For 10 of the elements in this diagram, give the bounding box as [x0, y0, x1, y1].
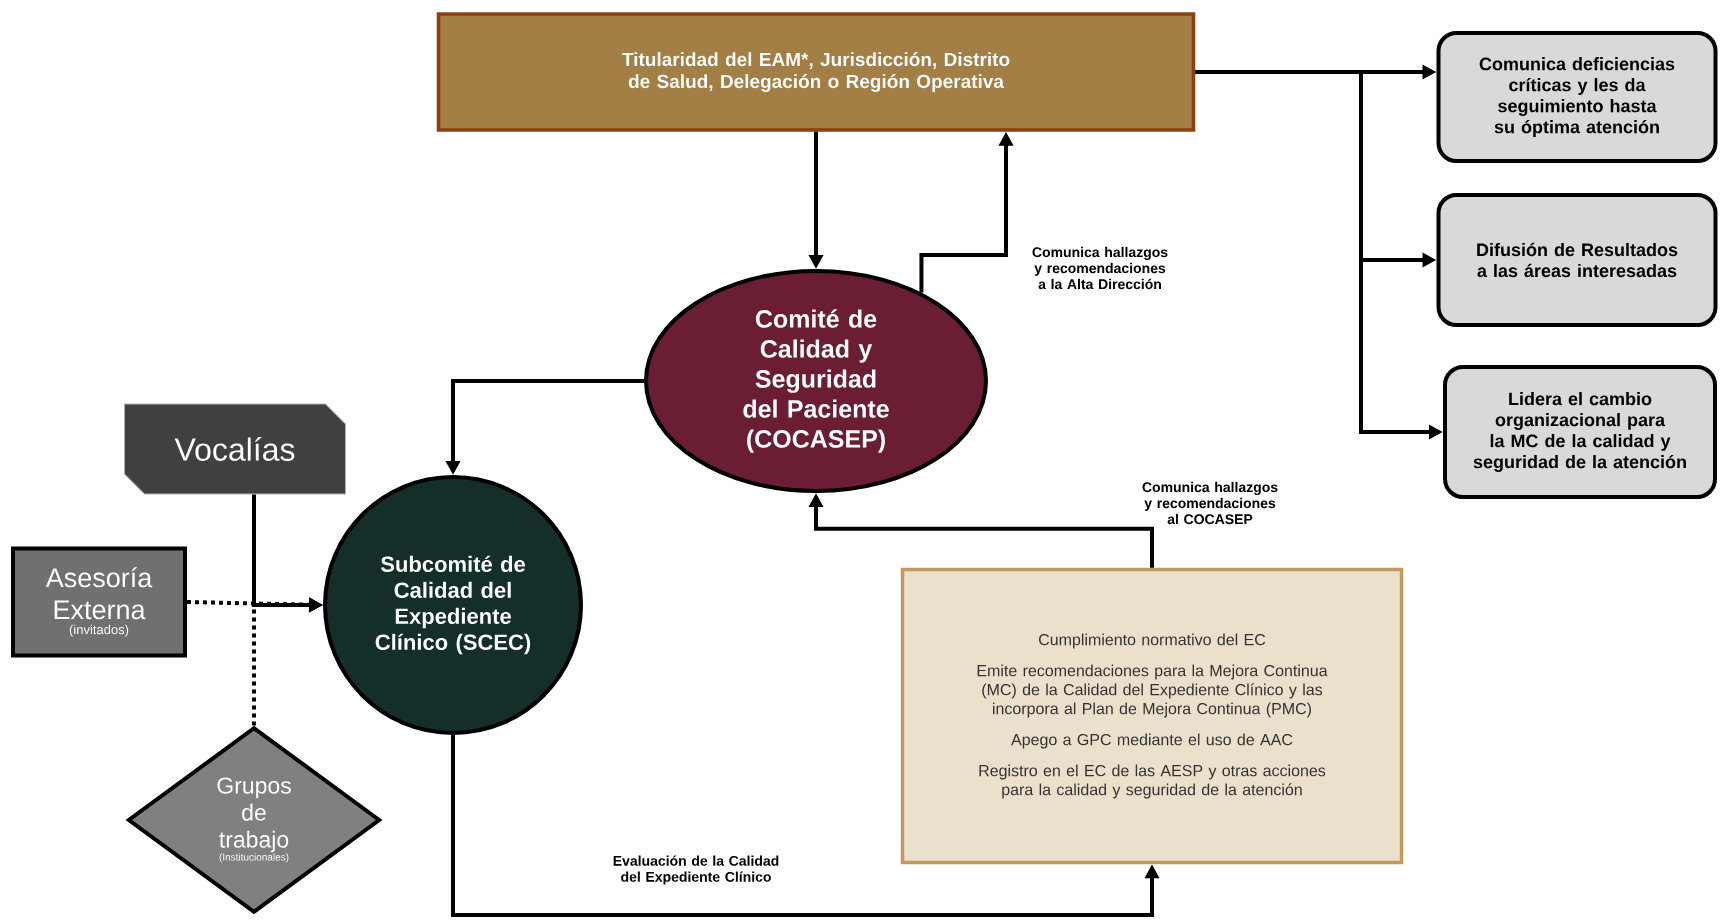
results-box: Cumplimiento normativo del EC Emite recomendaciones para la Mejora Continua (MC) de la Calidad del Expediente Clínico y las incorpora al Plan de Mejora Continua (PMC) Apego a GPC mediante el uso de AAC Registro en el EC de las AESP y otras acciones para la calidad y seguridad de la atención	[900, 567, 1404, 865]
action-box: Difusión de Resultados a las áreas interesadas	[1436, 193, 1718, 327]
edge-label: Comunica hallazgos y recomendaciones a la Alta Dirección	[1032, 246, 1168, 290]
action-box: Lidera el cambio organizacional para la MC de la calidad y seguridad de la atención	[1443, 365, 1717, 499]
members-box: Vocalías	[124, 403, 346, 495]
header-box: Titularidad del EAM*, Jurisdicción, Distrito de Salud, Delegación o Región Operativa	[436, 12, 1196, 132]
edge-label: Comunica hallazgos y recomendaciones al COCASEP	[1142, 481, 1278, 525]
action-box: Comunica deficiencias críticas y les da seguimiento hasta su óptima atención	[1436, 31, 1718, 163]
edge-label: Evaluación de la Calidad del Expediente Clínico	[613, 855, 779, 885]
advisory-box: Asesoría Externa (invitados)	[11, 546, 187, 658]
